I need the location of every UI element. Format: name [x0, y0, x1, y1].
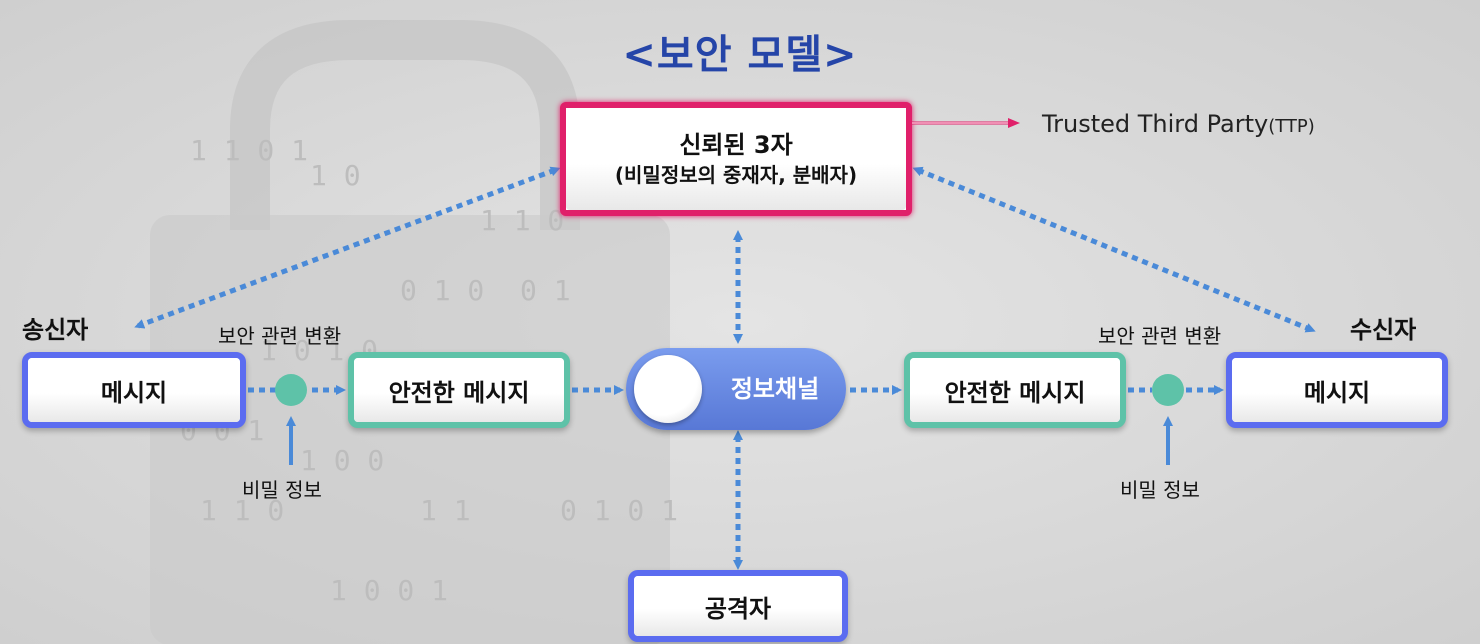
arrow-ttp-sender: [134, 166, 561, 329]
receiver-message-text: 메시지: [1303, 378, 1371, 407]
ttp-label-abbr: (TTP): [1268, 116, 1315, 137]
ttp-label-arrow: [912, 118, 1020, 128]
ttp-title: 신뢰된 3자: [679, 131, 793, 159]
diagram-title: <보안 모델>: [622, 32, 858, 78]
receiver-transform-label: 보안 관련 변환: [1098, 324, 1222, 348]
attacker-text: 공격자: [704, 594, 772, 623]
receiver-message-box: 메시지: [1226, 352, 1448, 428]
binary-digit-text: 1 1 0 1: [190, 134, 308, 167]
information-channel: 정보채널: [626, 348, 846, 430]
receiver-transform-node: [1152, 374, 1184, 406]
padlock-watermark-icon: [230, 20, 580, 230]
ttp-label: Trusted Third Party(TTP): [1042, 110, 1315, 138]
channel-knob-icon: [634, 355, 702, 423]
binary-digit-text: 1 0 0 1: [330, 574, 448, 607]
sender-message-text: 메시지: [100, 378, 168, 407]
receiver-secret-info-label: 비밀 정보: [1120, 478, 1200, 502]
binary-digit-text: 1 0 0: [300, 444, 384, 477]
attacker-box: 공격자: [628, 570, 848, 642]
trusted-third-party-box: 신뢰된 3자 (비밀정보의 중재자, 분배자): [560, 102, 912, 216]
sender-label: 송신자: [22, 316, 89, 344]
sender-secure-message-text: 안전한 메시지: [388, 378, 530, 407]
ttp-subtitle: (비밀정보의 중재자, 분배자): [614, 163, 858, 187]
arrow-ttp-receiver: [912, 166, 1316, 333]
receiver-secure-message-box: 안전한 메시지: [904, 352, 1126, 428]
binary-digit-text: 1 1 0: [200, 494, 284, 527]
binary-digit-text: 1 1: [420, 494, 471, 527]
sender-transform-node: [275, 374, 307, 406]
receiver-secure-message-text: 안전한 메시지: [944, 378, 1086, 407]
binary-digit-text: 0 1 0 1: [560, 494, 678, 527]
receiver-label: 수신자: [1350, 316, 1417, 344]
sender-secure-message-box: 안전한 메시지: [348, 352, 570, 428]
sender-transform-label: 보안 관련 변환: [218, 324, 342, 348]
ttp-label-text: Trusted Third Party: [1042, 110, 1269, 138]
sender-message-box: 메시지: [22, 352, 246, 428]
sender-secret-info-label: 비밀 정보: [242, 478, 322, 502]
channel-label: 정보채널: [730, 375, 820, 403]
